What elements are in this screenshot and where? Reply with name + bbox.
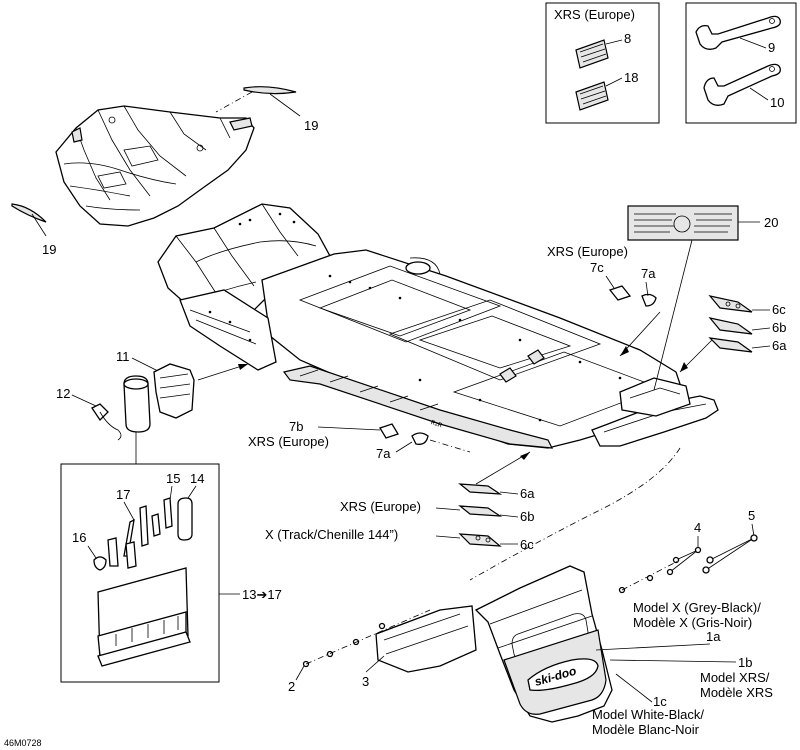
callout-3: 3 (362, 674, 369, 689)
belly-pan (55, 105, 255, 227)
callout-7c: 7c (590, 260, 604, 275)
electrical-module: 11 12 (56, 349, 249, 464)
belly-pan-strip-left: 19 (11, 203, 56, 257)
xrs-europe-box-title: XRS (Europe) (554, 7, 635, 22)
callout-6c-bottom: 6c (520, 537, 534, 552)
callout-8: 8 (624, 31, 631, 46)
figure-code: 46M0728 (4, 738, 42, 748)
callout-18: 18 (624, 70, 638, 85)
callout-1c: 1c (653, 694, 667, 709)
callout-10: 10 (770, 95, 784, 110)
spanner-wrench-box: 9 10 (685, 2, 797, 124)
warning-decal: 20 (627, 205, 778, 391)
reflector-7b-7a-bottom: 7b XRS (Europe) 7a (248, 419, 471, 461)
callout-7a-bottom: 7a (376, 446, 391, 461)
callout-5: 5 (748, 508, 755, 523)
callout-19-top: 19 (304, 118, 318, 133)
reflector-7c-7a-top: XRS (Europe) 7c 7a (547, 244, 661, 357)
callout-2: 2 (288, 679, 295, 694)
callout-11: 11 (116, 349, 130, 364)
model-labels: Model X (Grey-Black)/ Modèle X (Gris-Noi… (592, 600, 773, 737)
chassis-frame (157, 203, 719, 449)
callout-7a-top: 7a (641, 266, 656, 281)
callout-4: 4 (694, 520, 701, 535)
model-wb-line1: Model White-Black/ (592, 707, 704, 722)
running-board-lettering: ᴿᶻᴿ (429, 418, 443, 431)
side-decals-bottom: 6a 6b 6c XRS (Europe) X (Track/Chenille … (265, 451, 535, 552)
callout-1a: 1a (706, 629, 721, 644)
callout-19-left: 19 (42, 242, 56, 257)
xrs-europe-7b-note: XRS (Europe) (248, 434, 329, 449)
callout-15: 15 (166, 471, 180, 486)
model-xrs-line1: Model XRS/ (700, 670, 770, 685)
callout-16: 16 (72, 530, 86, 545)
xrs-europe-6b-note: XRS (Europe) (340, 499, 421, 514)
callout-12: 12 (56, 386, 70, 401)
callout-14: 14 (190, 471, 204, 486)
tool-kit-box: 15 14 17 16 13➔17 (60, 463, 282, 683)
callout-1b: 1b (738, 655, 752, 670)
model-x-line1: Model X (Grey-Black)/ (633, 600, 761, 615)
callout-6b-top: 6b (772, 320, 786, 335)
model-wb-line2: Modèle Blanc-Noir (592, 722, 700, 737)
model-x-line2: Modèle X (Gris-Noir) (633, 615, 752, 630)
callout-6a-bottom: 6a (520, 486, 535, 501)
backing-plate: 3 2 (288, 605, 477, 694)
xrs-europe-7c-note: XRS (Europe) (547, 244, 628, 259)
callout-6c-top: 6c (772, 302, 786, 317)
callout-6a-top: 6a (772, 338, 787, 353)
side-decals-top: 6c 6b 6a (679, 295, 787, 373)
callout-17: 17 (116, 487, 130, 502)
fasteners-4-5: 4 5 (618, 508, 758, 594)
xrs-europe-decal-box: XRS (Europe) 8 18 (545, 2, 660, 124)
callout-7b: 7b (289, 419, 303, 434)
callout-6b-bottom: 6b (520, 509, 534, 524)
callout-13-17: 13➔17 (242, 587, 282, 602)
callout-9: 9 (768, 40, 775, 55)
callout-20: 20 (764, 215, 778, 230)
belly-pan-strip-top: 19 (215, 86, 318, 133)
snow-flap: ski-doo (474, 565, 613, 723)
x-track-note: X (Track/Chenille 144”) (265, 527, 398, 542)
model-xrs-line2: Modèle XRS (700, 685, 773, 700)
